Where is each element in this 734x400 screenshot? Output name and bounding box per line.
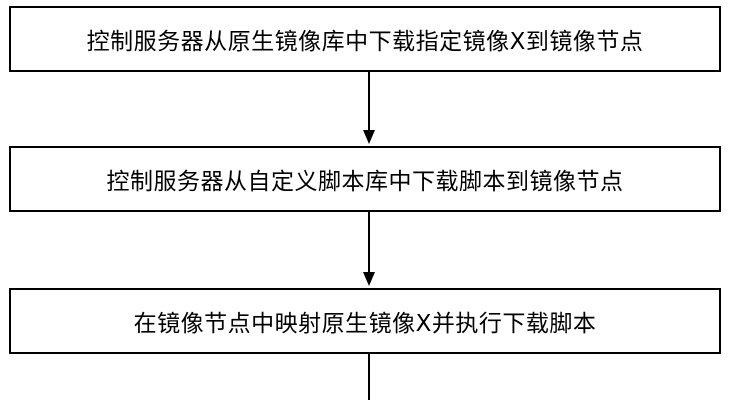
step-box-3: 在镜像节点中映射原生镜像X并执行下载脚本 — [9, 288, 721, 354]
arrow-2-head — [363, 272, 375, 286]
step-box-1: 控制服务器从原生镜像库中下载指定镜像X到镜像节点 — [9, 6, 721, 72]
step-label-3: 在镜像节点中映射原生镜像X并执行下载脚本 — [133, 311, 597, 337]
step-label-2: 控制服务器从自定义脚本库中下载脚本到镜像节点 — [106, 169, 624, 195]
step-box-2: 控制服务器从自定义脚本库中下载脚本到镜像节点 — [9, 146, 721, 212]
step-label-1: 控制服务器从原生镜像库中下载指定镜像X到镜像节点 — [86, 29, 644, 55]
arrow-1-head — [363, 130, 375, 144]
